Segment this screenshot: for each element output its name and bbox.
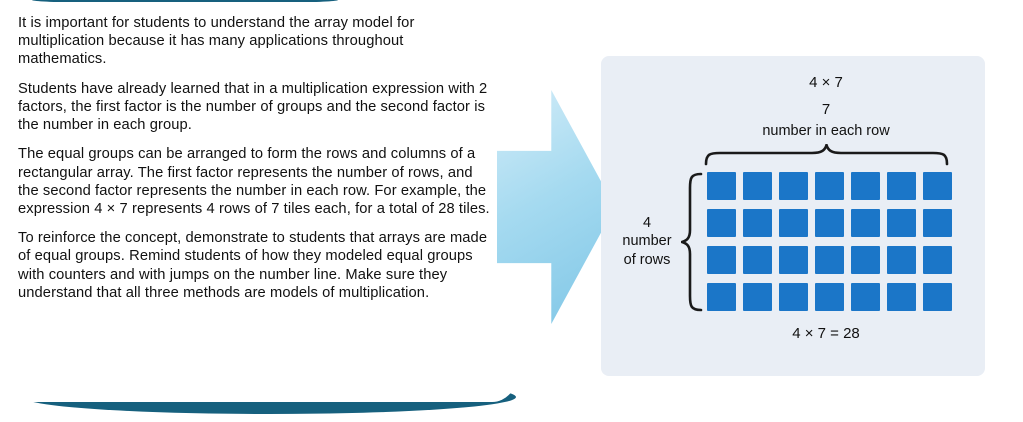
card-text: It is important for students to understa…	[2, 2, 518, 302]
rows-label-line2: number	[622, 233, 672, 250]
array-tile	[779, 172, 808, 201]
card-body: It is important for students to understa…	[2, 2, 518, 402]
paragraph-equal-groups: The equal groups can be arranged to form…	[18, 146, 490, 217]
array-tile	[851, 172, 880, 201]
array-tile	[887, 209, 916, 238]
column-count-label: 7	[821, 101, 831, 118]
row-count-label: 4	[642, 214, 652, 231]
array-tile	[707, 172, 736, 201]
teacher-note-card: It is important for students to understa…	[2, 0, 518, 416]
array-tile	[923, 246, 952, 275]
tile-grid	[707, 172, 952, 312]
array-tile	[743, 172, 772, 201]
array-tile	[779, 283, 808, 312]
array-tile	[707, 246, 736, 275]
top-labels: 4 × 7 7 number in each row	[697, 74, 955, 166]
left-brace-icon	[681, 172, 703, 312]
array-tile	[887, 283, 916, 312]
array-tile	[815, 246, 844, 275]
paragraph-reinforce: To reinforce the concept, demonstrate to…	[18, 230, 488, 301]
array-tile	[707, 209, 736, 238]
array-tile	[923, 283, 952, 312]
array-tile	[851, 283, 880, 312]
array-tile	[743, 246, 772, 275]
paragraph-two-factors: Students have already learned that in a …	[18, 80, 488, 134]
array-tile	[707, 283, 736, 312]
array-tile	[887, 246, 916, 275]
paragraph-array-model: It is important for students to understa…	[18, 15, 415, 68]
array-diagram-panel: 4 × 7 7 number in each row 4 number of r…	[601, 56, 985, 376]
top-brace-icon	[704, 143, 948, 166]
column-description-label: number in each row	[762, 122, 890, 139]
rows-description-label: 4 number of rows	[615, 214, 679, 271]
array-tile	[851, 209, 880, 238]
equation-label: 4 × 7 = 28	[792, 324, 860, 342]
expression-label: 4 × 7	[809, 74, 843, 91]
rows-label-line3: of rows	[623, 252, 671, 269]
array-tile	[815, 283, 844, 312]
array-tile	[887, 172, 916, 201]
array-tile	[851, 246, 880, 275]
array-tile	[743, 283, 772, 312]
array-tile	[923, 209, 952, 238]
array-tile	[815, 209, 844, 238]
array-tile	[815, 172, 844, 201]
array-tile	[743, 209, 772, 238]
array-tile	[779, 209, 808, 238]
array-tile	[779, 246, 808, 275]
array-tile	[923, 172, 952, 201]
array-row: 4 number of rows	[615, 172, 985, 312]
